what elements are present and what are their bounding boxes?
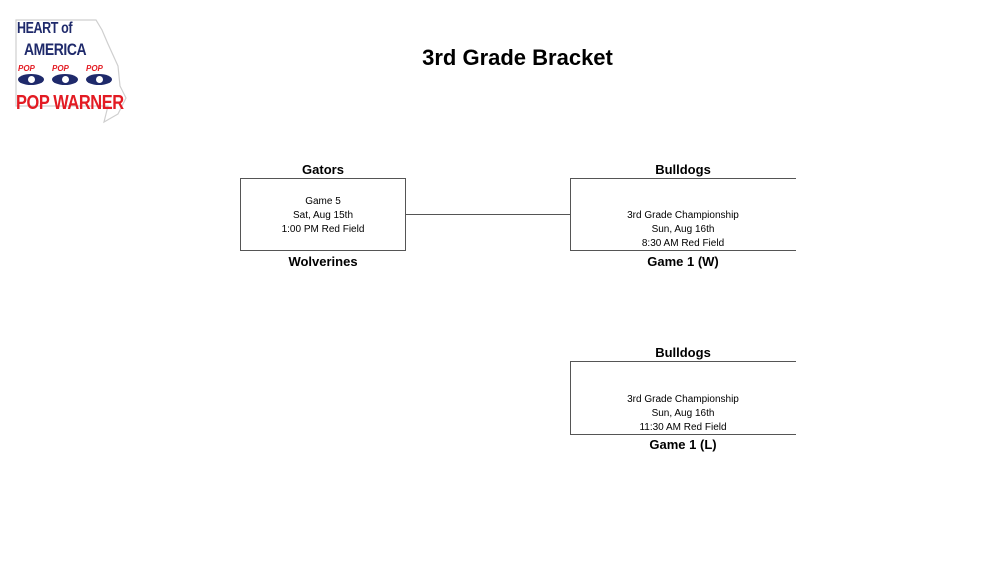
round1-game-info: Game 5 Sat, Aug 15th 1:00 PM Red Field bbox=[240, 195, 406, 237]
heart-of-america-pop-warner-logo: HEART of AMERICA POP POP POP POP WARNER bbox=[8, 14, 128, 126]
missouri-outline-icon bbox=[15, 19, 127, 124]
consolation-top-team: Bulldogs bbox=[655, 345, 711, 360]
page-title: 3rd Grade Bracket bbox=[422, 45, 613, 70]
logo-line-america: AMERICA bbox=[24, 40, 87, 59]
pop-warner-badge-icon: POP bbox=[50, 64, 80, 88]
badge-label: POP bbox=[86, 64, 103, 73]
game-number: Game 5 bbox=[305, 196, 341, 207]
game-time-field: 8:30 AM Red Field bbox=[641, 238, 725, 249]
game-time-field: 11:30 AM Red Field bbox=[639, 422, 727, 433]
pop-warner-badge-icon: POP bbox=[16, 64, 46, 88]
pop-warner-badge-icon: POP bbox=[84, 64, 114, 88]
game-name: 3rd Grade Championship bbox=[627, 210, 739, 221]
championship-bottom-team: Game 1 (W) bbox=[647, 254, 719, 269]
championship-game-box bbox=[570, 178, 796, 251]
consolation-game-info: 3rd Grade Championship Sun, Aug 16th 11:… bbox=[570, 393, 796, 435]
championship-top-team: Bulldogs bbox=[655, 162, 711, 177]
logo-line-pop-warner: POP WARNER bbox=[16, 92, 124, 114]
bracket-connector-line bbox=[406, 214, 570, 215]
consolation-bottom-team: Game 1 (L) bbox=[649, 437, 717, 452]
round1-top-team: Gators bbox=[302, 162, 344, 177]
game-time-field: 1:00 PM Red Field bbox=[281, 224, 365, 235]
round1-game-box bbox=[240, 178, 406, 251]
game-date: Sat, Aug 15th bbox=[292, 210, 354, 221]
game-date: Sun, Aug 16th bbox=[651, 408, 715, 419]
game-name: 3rd Grade Championship bbox=[627, 394, 739, 405]
game-date: Sun, Aug 16th bbox=[651, 224, 715, 235]
round1-bottom-team: Wolverines bbox=[288, 254, 358, 269]
badge-label: POP bbox=[52, 64, 69, 73]
logo-line-heart-of: HEART of bbox=[17, 20, 73, 37]
badge-label: POP bbox=[18, 64, 35, 73]
championship-game-info: 3rd Grade Championship Sun, Aug 16th 8:3… bbox=[570, 209, 796, 251]
consolation-game-box bbox=[570, 361, 796, 435]
